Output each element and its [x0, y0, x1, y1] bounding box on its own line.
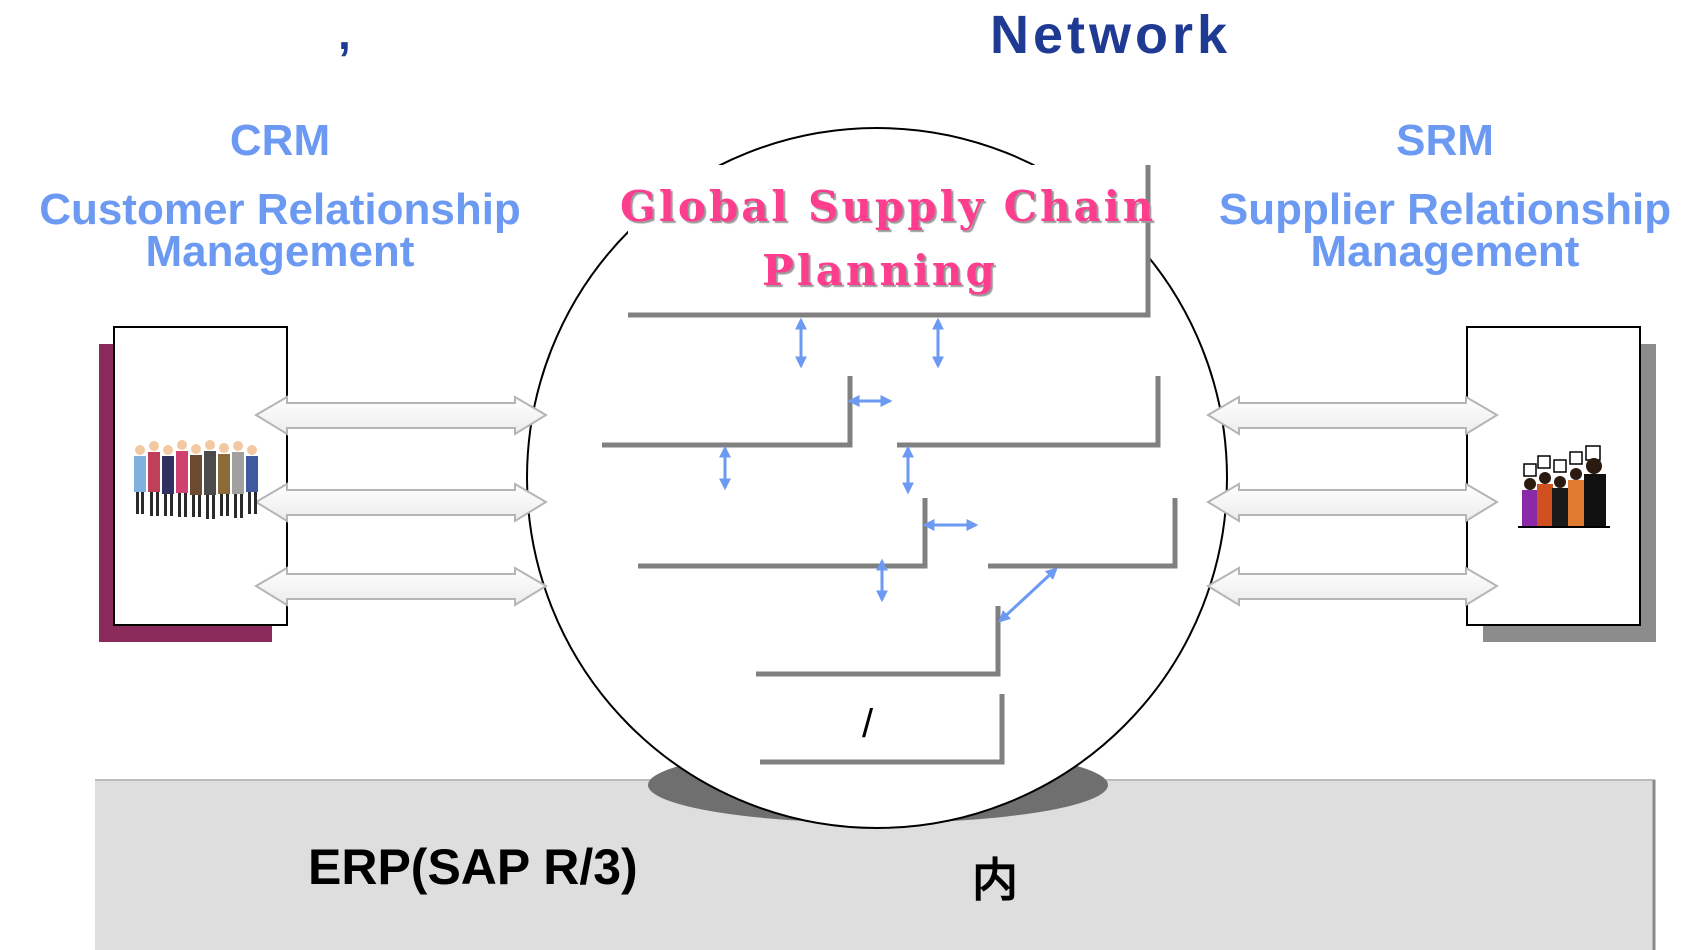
- crm-link-arrow-1: [254, 395, 548, 436]
- arrow-diagonal: [998, 567, 1058, 623]
- title-comma: ,: [338, 7, 351, 59]
- title-network: Network: [990, 5, 1232, 65]
- people-with-signs-icon: [1518, 445, 1610, 528]
- crm-abbr: CRM: [229, 116, 331, 165]
- srm-link-arrow-3: [1206, 566, 1499, 607]
- srm-link-arrows: [1206, 395, 1499, 607]
- crm-name-line1: Customer Relationship: [39, 185, 521, 234]
- crm-name-line2: Management: [145, 227, 415, 276]
- srm-abbr: SRM: [1396, 116, 1494, 165]
- srm-name-line1: Supplier Relationship: [1218, 185, 1672, 234]
- gscp-title-line1: Global Supply Chain: [620, 182, 1157, 231]
- srm-name-line2: Management: [1310, 227, 1580, 276]
- erp-label: ERP(SAP R/3): [308, 839, 638, 895]
- crm-link-arrows: [254, 395, 548, 607]
- gscp-title-panel: [628, 158, 1151, 318]
- module-box-2: [897, 376, 1161, 448]
- srm-link-arrow-1: [1206, 395, 1499, 436]
- module-box-4: [988, 498, 1178, 569]
- connector-arrows: [719, 317, 1058, 623]
- crm-link-arrow-2: [254, 482, 548, 523]
- gscp-title-line2: Planning: [762, 246, 998, 295]
- crm-link-arrow-3: [254, 566, 548, 607]
- erp-glyph: 内: [972, 854, 1018, 906]
- srm-link-arrow-2: [1206, 482, 1499, 523]
- module-box-5: [756, 606, 1001, 677]
- module-slash-label: /: [862, 702, 874, 746]
- module-box-6: [760, 694, 1005, 765]
- srm-panel: [1466, 326, 1656, 642]
- people-group-icon: [134, 440, 258, 519]
